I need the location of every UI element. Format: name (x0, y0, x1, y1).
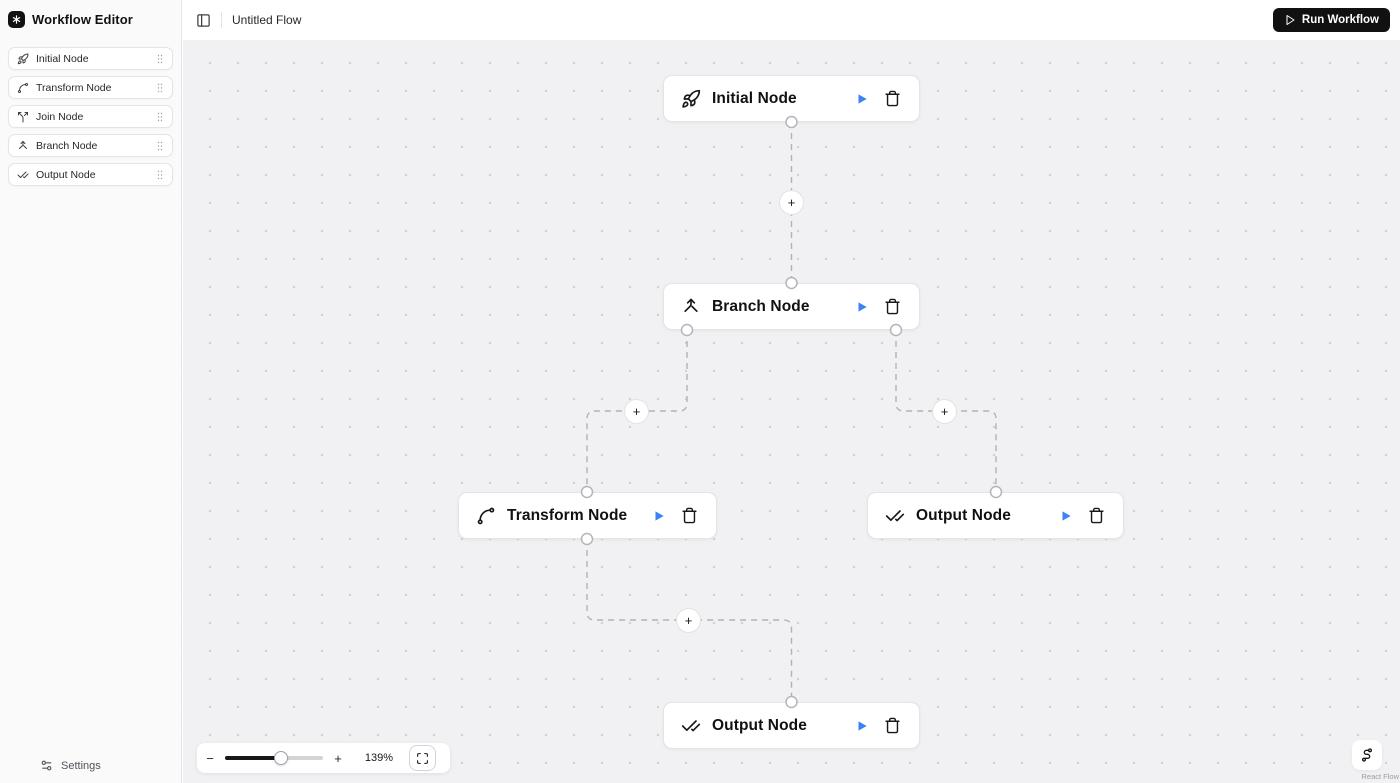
settings-label: Settings (61, 759, 101, 772)
play-icon (858, 720, 867, 731)
sidebar: Workflow Editor Initial Node Transform N… (0, 0, 182, 783)
sidebar-item-label: Join Node (36, 110, 84, 123)
trash-icon (885, 298, 900, 315)
trash-icon (885, 90, 900, 107)
add-node-on-edge-button[interactable]: + (779, 190, 804, 215)
merge-icon (17, 140, 29, 152)
split-icon (17, 111, 29, 123)
node-branch[interactable]: Branch Node (663, 283, 920, 330)
grip-vertical-icon[interactable] (154, 53, 166, 65)
flow-canvas[interactable] (183, 40, 1400, 783)
play-icon (655, 510, 664, 521)
delete-node-button[interactable] (1088, 507, 1105, 524)
node-title: Output Node (712, 716, 807, 734)
trash-icon (682, 507, 697, 524)
divider (221, 12, 222, 28)
add-node-on-edge-button[interactable]: + (932, 399, 957, 424)
sidebar-item-label: Branch Node (36, 139, 98, 152)
zoom-in-button[interactable]: + (331, 751, 345, 766)
run-workflow-button[interactable]: Run Workflow (1272, 8, 1390, 32)
fit-view-button[interactable] (409, 745, 436, 771)
app-header: Workflow Editor (0, 0, 181, 28)
panel-left-icon (197, 13, 210, 27)
node-title: Transform Node (507, 506, 628, 524)
grip-vertical-icon[interactable] (154, 82, 166, 94)
delete-node-button[interactable] (681, 507, 698, 524)
sidebar-item-initial-node[interactable]: Initial Node (8, 47, 173, 70)
toggle-sidebar-button[interactable] (196, 13, 211, 28)
check-check-icon (17, 169, 29, 181)
zoom-controls: − + 139% (197, 743, 450, 773)
settings-button[interactable]: Settings (40, 759, 101, 772)
spline-icon (476, 506, 496, 526)
node-transform[interactable]: Transform Node (458, 492, 717, 539)
sidebar-item-join-node[interactable]: Join Node (8, 105, 173, 128)
grip-vertical-icon[interactable] (154, 140, 166, 152)
run-node-button[interactable] (1059, 509, 1073, 523)
zoom-slider[interactable] (225, 751, 323, 765)
sidebar-item-label: Transform Node (36, 81, 112, 94)
play-icon (858, 301, 867, 312)
app-title: Workflow Editor (32, 12, 133, 27)
delete-node-button[interactable] (884, 90, 901, 107)
run-node-button[interactable] (855, 300, 869, 314)
run-node-button[interactable] (652, 509, 666, 523)
settings-icon (41, 760, 52, 771)
zoom-level: 139% (364, 752, 394, 764)
react-flow-attribution[interactable]: React Flow (1361, 772, 1399, 781)
run-workflow-label: Run Workflow (1301, 14, 1379, 26)
sidebar-item-output-node[interactable]: Output Node (8, 163, 173, 186)
node-palette: Initial Node Transform Node Join Node (0, 28, 181, 186)
merge-icon (681, 297, 701, 317)
node-title: Output Node (916, 506, 1011, 524)
play-icon (1286, 15, 1295, 25)
add-node-on-edge-button[interactable]: + (624, 399, 649, 424)
grip-vertical-icon[interactable] (154, 111, 166, 123)
delete-node-button[interactable] (884, 298, 901, 315)
run-node-button[interactable] (855, 719, 869, 733)
react-flow-logo-button[interactable] (1352, 740, 1382, 770)
node-output-right[interactable]: Output Node (867, 492, 1124, 539)
zoom-slider-thumb[interactable] (273, 751, 288, 765)
play-icon (858, 93, 867, 104)
flow-title: Untitled Flow (232, 13, 302, 27)
sidebar-item-label: Output Node (36, 168, 96, 181)
grip-vertical-icon[interactable] (154, 169, 166, 181)
check-check-icon (681, 716, 701, 736)
sidebar-item-transform-node[interactable]: Transform Node (8, 76, 173, 99)
trash-icon (885, 717, 900, 734)
check-check-icon (885, 506, 905, 526)
top-bar: Untitled Flow Run Workflow (182, 0, 1400, 40)
react-flow-icon (1362, 748, 1372, 762)
node-initial[interactable]: Initial Node (663, 75, 920, 122)
zoom-out-button[interactable]: − (203, 751, 217, 766)
spline-icon (17, 82, 29, 94)
node-output-bottom[interactable]: Output Node (663, 702, 920, 749)
node-title: Branch Node (712, 297, 810, 315)
node-title: Initial Node (712, 89, 797, 107)
rocket-icon (681, 89, 701, 109)
delete-node-button[interactable] (884, 717, 901, 734)
run-node-button[interactable] (855, 92, 869, 106)
add-node-on-edge-button[interactable]: + (676, 608, 701, 633)
sidebar-item-label: Initial Node (36, 52, 89, 65)
rocket-icon (17, 52, 29, 65)
app-logo-icon (8, 11, 25, 28)
sidebar-item-branch-node[interactable]: Branch Node (8, 134, 173, 157)
trash-icon (1089, 507, 1104, 524)
play-icon (1062, 510, 1071, 521)
maximize-icon (417, 752, 428, 764)
zoom-slider-fill (225, 756, 281, 760)
